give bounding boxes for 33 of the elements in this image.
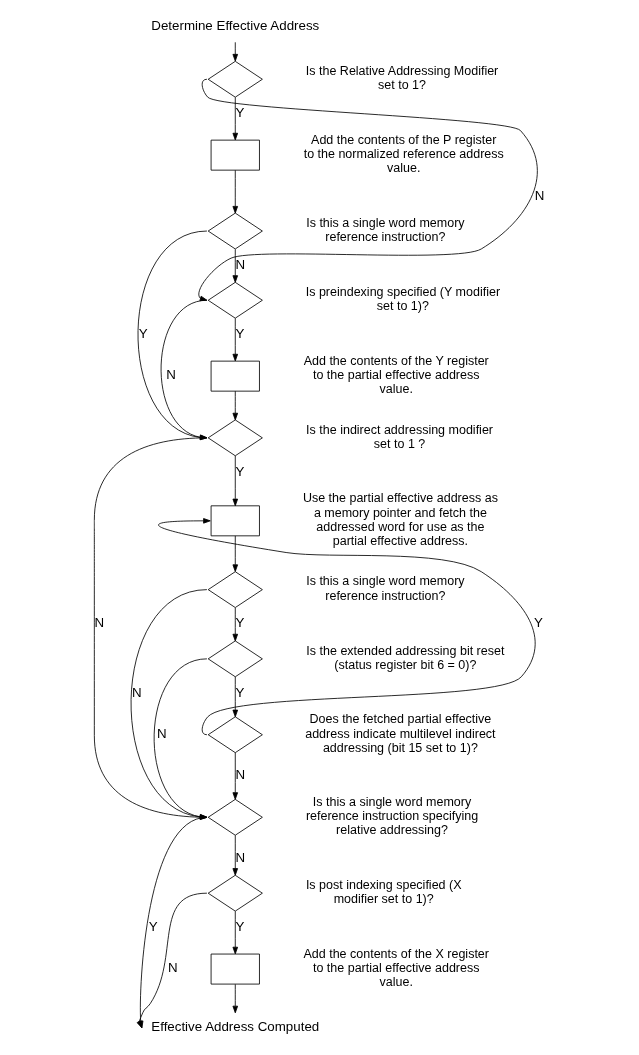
edge-label: Y — [138, 326, 148, 342]
edge-label: N — [167, 960, 178, 976]
node-label: Is the indirect addressing modifier set to 1 ? — [306, 422, 494, 451]
edge-label: N — [132, 684, 142, 700]
node-label: Is the extended addressing bit reset (status register bit 6 = 0)? — [306, 643, 505, 672]
edge-label: N — [235, 767, 246, 783]
edge-label: N — [235, 849, 246, 865]
edge-label: Y — [235, 918, 245, 934]
node-label: Use the partial effective address as a memory pointer and fetch the addressed word for use as the partial effective address. — [302, 491, 498, 549]
node-label: Is preindexing specified (Y modifier set to 1)? — [305, 285, 501, 314]
edge-label: Y — [235, 463, 245, 479]
edge-label: Y — [235, 326, 245, 342]
node-text: Determine Effective Address — [151, 18, 320, 34]
node-label: Is the Relative Addressing Modifier set to 1? — [305, 64, 499, 93]
node-label: Is this a single word memory reference instruction? — [306, 574, 465, 603]
node-text: Effective Address Computed — [151, 1019, 320, 1035]
edge-label: Y — [148, 918, 158, 934]
node-label: Is post indexing specified (X modifier set to 1)? — [305, 878, 462, 907]
edge-label: N — [157, 725, 167, 741]
node-label: Does the fetched partial effective address indicate multilevel indirect addressing (bit 15 set to 1)? — [305, 712, 496, 755]
edge-label: N — [534, 187, 545, 203]
edge-label: Y — [235, 684, 245, 700]
node-label: Is this a single word memory reference instruction specifying relative addressing? — [305, 795, 479, 838]
node-label: Add the contents of the X register to the partial effective address value. — [303, 946, 489, 990]
edge-label: Y — [235, 615, 245, 631]
edge-label: Y — [235, 105, 245, 121]
node-label: Add the contents of the P register to the normalized reference address value. — [303, 132, 504, 176]
node-label: Add the contents of the Y register to the partial effective address value. — [303, 353, 489, 397]
node-label: Is this a single word memory reference instruction? — [306, 215, 465, 245]
edge-label: N — [235, 256, 246, 272]
edge-label: N — [94, 615, 105, 631]
edge-label: N — [166, 367, 176, 383]
edge-label: Y — [533, 615, 543, 631]
